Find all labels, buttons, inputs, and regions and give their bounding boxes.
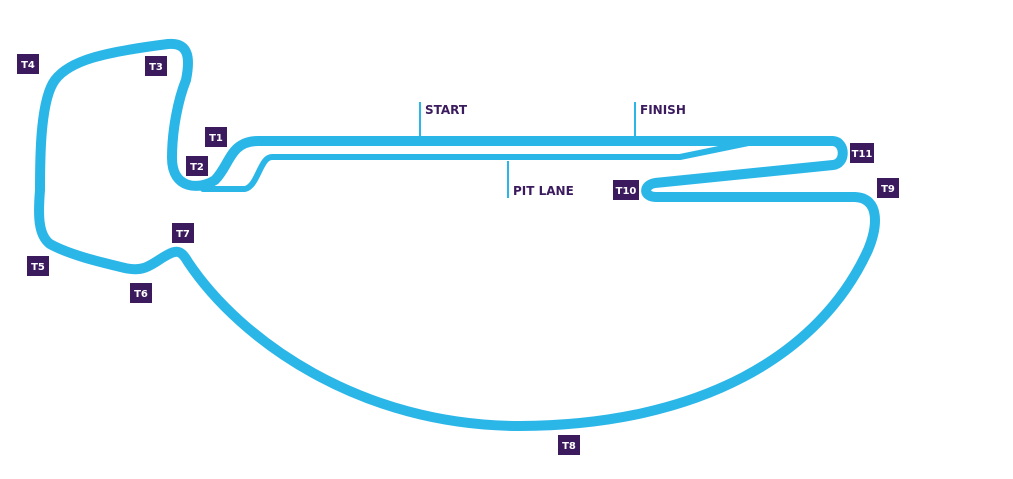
- turn-label-t1: T1: [209, 133, 223, 144]
- turn-marker-box: [877, 178, 899, 198]
- turn-marker-box: [145, 56, 167, 76]
- turn-marker-t3: T3: [145, 56, 167, 76]
- turn-marker-box: [186, 156, 208, 176]
- turn-marker-box: [172, 223, 194, 243]
- turn-marker-t6: T6: [130, 283, 152, 303]
- turn-marker-t4: T4: [17, 54, 39, 74]
- turn-marker-box: [850, 143, 874, 163]
- pit-lane-track: [200, 138, 761, 192]
- turn-label-t5: T5: [31, 262, 45, 273]
- turn-marker-t11: T11: [850, 143, 874, 163]
- turn-label-t6: T6: [134, 289, 148, 300]
- turn-marker-t9: T9: [877, 178, 899, 198]
- turn-marker-box: [17, 54, 39, 74]
- turn-marker-t1: T1: [205, 127, 227, 147]
- turn-label-t7: T7: [176, 229, 190, 240]
- turn-label-t8: T8: [562, 441, 576, 452]
- turn-label-t4: T4: [21, 60, 35, 71]
- finish-label: FINISH: [640, 103, 686, 117]
- turn-marker-t2: T2: [186, 156, 208, 176]
- turn-marker-t8: T8: [558, 435, 580, 455]
- pit-lane-label: PIT LANE: [513, 184, 574, 198]
- turn-label-t3: T3: [149, 62, 163, 73]
- turn-marker-t5: T5: [27, 256, 49, 276]
- start-label: START: [425, 103, 468, 117]
- turn-label-t2: T2: [190, 162, 204, 173]
- turn-marker-box: [205, 127, 227, 147]
- turn-marker-box: [27, 256, 49, 276]
- turn-label-t10: T10: [616, 186, 637, 197]
- track-outline: [34, 38, 880, 431]
- turn-marker-box: [613, 180, 639, 200]
- turn-marker-box: [558, 435, 580, 455]
- turn-marker-box: [130, 283, 152, 303]
- turn-label-t9: T9: [881, 184, 895, 195]
- turn-marker-t7: T7: [172, 223, 194, 243]
- turn-marker-t10: T10: [613, 180, 639, 200]
- turn-label-t11: T11: [852, 149, 873, 160]
